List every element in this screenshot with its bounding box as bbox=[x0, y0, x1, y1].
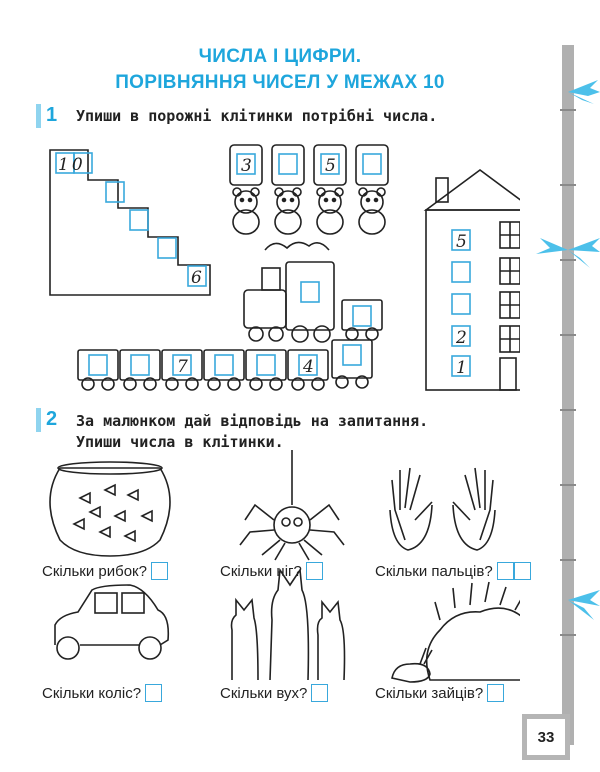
hands bbox=[389, 467, 496, 551]
stair-cell bbox=[73, 152, 93, 174]
bush-and-rabbit bbox=[391, 581, 520, 683]
answer-cell-legs[interactable] bbox=[305, 562, 323, 580]
page-title-line1: ЧИСЛА І ЦИФРИ. bbox=[198, 46, 362, 67]
answer-cell-wheels[interactable] bbox=[145, 684, 163, 702]
locomotive bbox=[243, 241, 335, 343]
question-fingers-label: Скільки пальців? bbox=[375, 562, 493, 580]
page-title-line2: ПОРІВНЯННЯ ЧИСЕЛ У МЕЖАХ 10 bbox=[115, 72, 445, 93]
stair-value: 10 bbox=[58, 155, 86, 175]
question-ears-label: Скільки вух? bbox=[220, 684, 308, 702]
train-cell bbox=[88, 354, 108, 376]
bear-value: 3 bbox=[241, 156, 252, 176]
floor-cell bbox=[451, 261, 471, 283]
bear-cell bbox=[278, 153, 298, 175]
question-rabbits-label: Скільки зайців? bbox=[375, 684, 484, 702]
floor-cell bbox=[451, 325, 471, 347]
floor-value: 5 bbox=[456, 232, 467, 252]
page-number: 33 bbox=[522, 714, 570, 760]
spider bbox=[239, 450, 345, 561]
floor-value: 1 bbox=[456, 358, 467, 378]
stairs-cells bbox=[55, 152, 207, 287]
house-cells bbox=[451, 229, 471, 377]
question-fish: Скільки рибок? bbox=[42, 562, 168, 580]
task1-illustration: 10 6 3 bbox=[49, 144, 520, 391]
question-wheels: Скільки коліс? bbox=[42, 684, 163, 702]
question-fingers: Скільки пальців? bbox=[375, 562, 531, 580]
train-cell bbox=[298, 354, 318, 376]
task2-number: 2 bbox=[46, 408, 58, 430]
answer-cell-rabbits[interactable] bbox=[487, 684, 505, 702]
house bbox=[423, 169, 520, 391]
train-cells bbox=[88, 344, 362, 376]
question-rabbits: Скільки зайців? bbox=[375, 684, 505, 702]
wagon-cell bbox=[352, 305, 372, 327]
locomotive-cell bbox=[300, 281, 320, 303]
task1-instruction: Упиши в порожні клітинки потрібні числа. bbox=[76, 107, 438, 125]
bear-value: 5 bbox=[325, 156, 336, 176]
floor-value: 2 bbox=[455, 328, 467, 348]
task2-instruction-line1: За малюнком дай відповідь на запитання. bbox=[76, 412, 429, 430]
stairs bbox=[49, 149, 211, 296]
cats bbox=[230, 567, 346, 681]
stair-cell bbox=[187, 265, 207, 287]
task1-marker-bar bbox=[36, 104, 41, 128]
task2-instruction-line2: Упиши числа в клітинки. bbox=[76, 433, 284, 451]
train-wagons bbox=[77, 339, 373, 391]
bears bbox=[229, 144, 389, 235]
car bbox=[54, 584, 170, 660]
floor-cell bbox=[451, 355, 471, 377]
question-legs: Скільки ніг? bbox=[220, 562, 323, 580]
train-value: 7 bbox=[177, 357, 188, 377]
floor-cell bbox=[451, 229, 471, 251]
bamboo-decoration bbox=[536, 45, 600, 745]
train-cell bbox=[172, 354, 192, 376]
fish-bowl bbox=[49, 461, 171, 557]
task2-illustration bbox=[49, 450, 520, 683]
train-cell bbox=[130, 354, 150, 376]
answer-cell-fish[interactable] bbox=[150, 562, 168, 580]
task2-marker-bar bbox=[36, 408, 41, 432]
stair-value: 6 bbox=[191, 268, 202, 288]
bear-cell bbox=[236, 153, 256, 175]
question-ears: Скільки вух? bbox=[220, 684, 329, 702]
floor-cell bbox=[451, 293, 471, 315]
stair-cell bbox=[157, 237, 177, 259]
stair-cell bbox=[129, 209, 149, 231]
question-legs-label: Скільки ніг? bbox=[220, 562, 302, 580]
small-wagon-cell bbox=[342, 344, 362, 366]
answer-cell-fingers-tens[interactable] bbox=[496, 562, 514, 580]
bear-cell bbox=[320, 153, 340, 175]
train-cell bbox=[256, 354, 276, 376]
question-fish-label: Скільки рибок? bbox=[42, 562, 147, 580]
train-cell bbox=[214, 354, 234, 376]
stair-cell bbox=[105, 181, 125, 203]
answer-cell-ears[interactable] bbox=[311, 684, 329, 702]
bear-cell bbox=[362, 153, 382, 175]
task1-number: 1 bbox=[46, 104, 58, 126]
answer-cell-fingers-ones[interactable] bbox=[513, 562, 531, 580]
question-wheels-label: Скільки коліс? bbox=[42, 684, 142, 702]
train-value: 4 bbox=[302, 357, 314, 377]
bear-cells bbox=[236, 153, 382, 175]
